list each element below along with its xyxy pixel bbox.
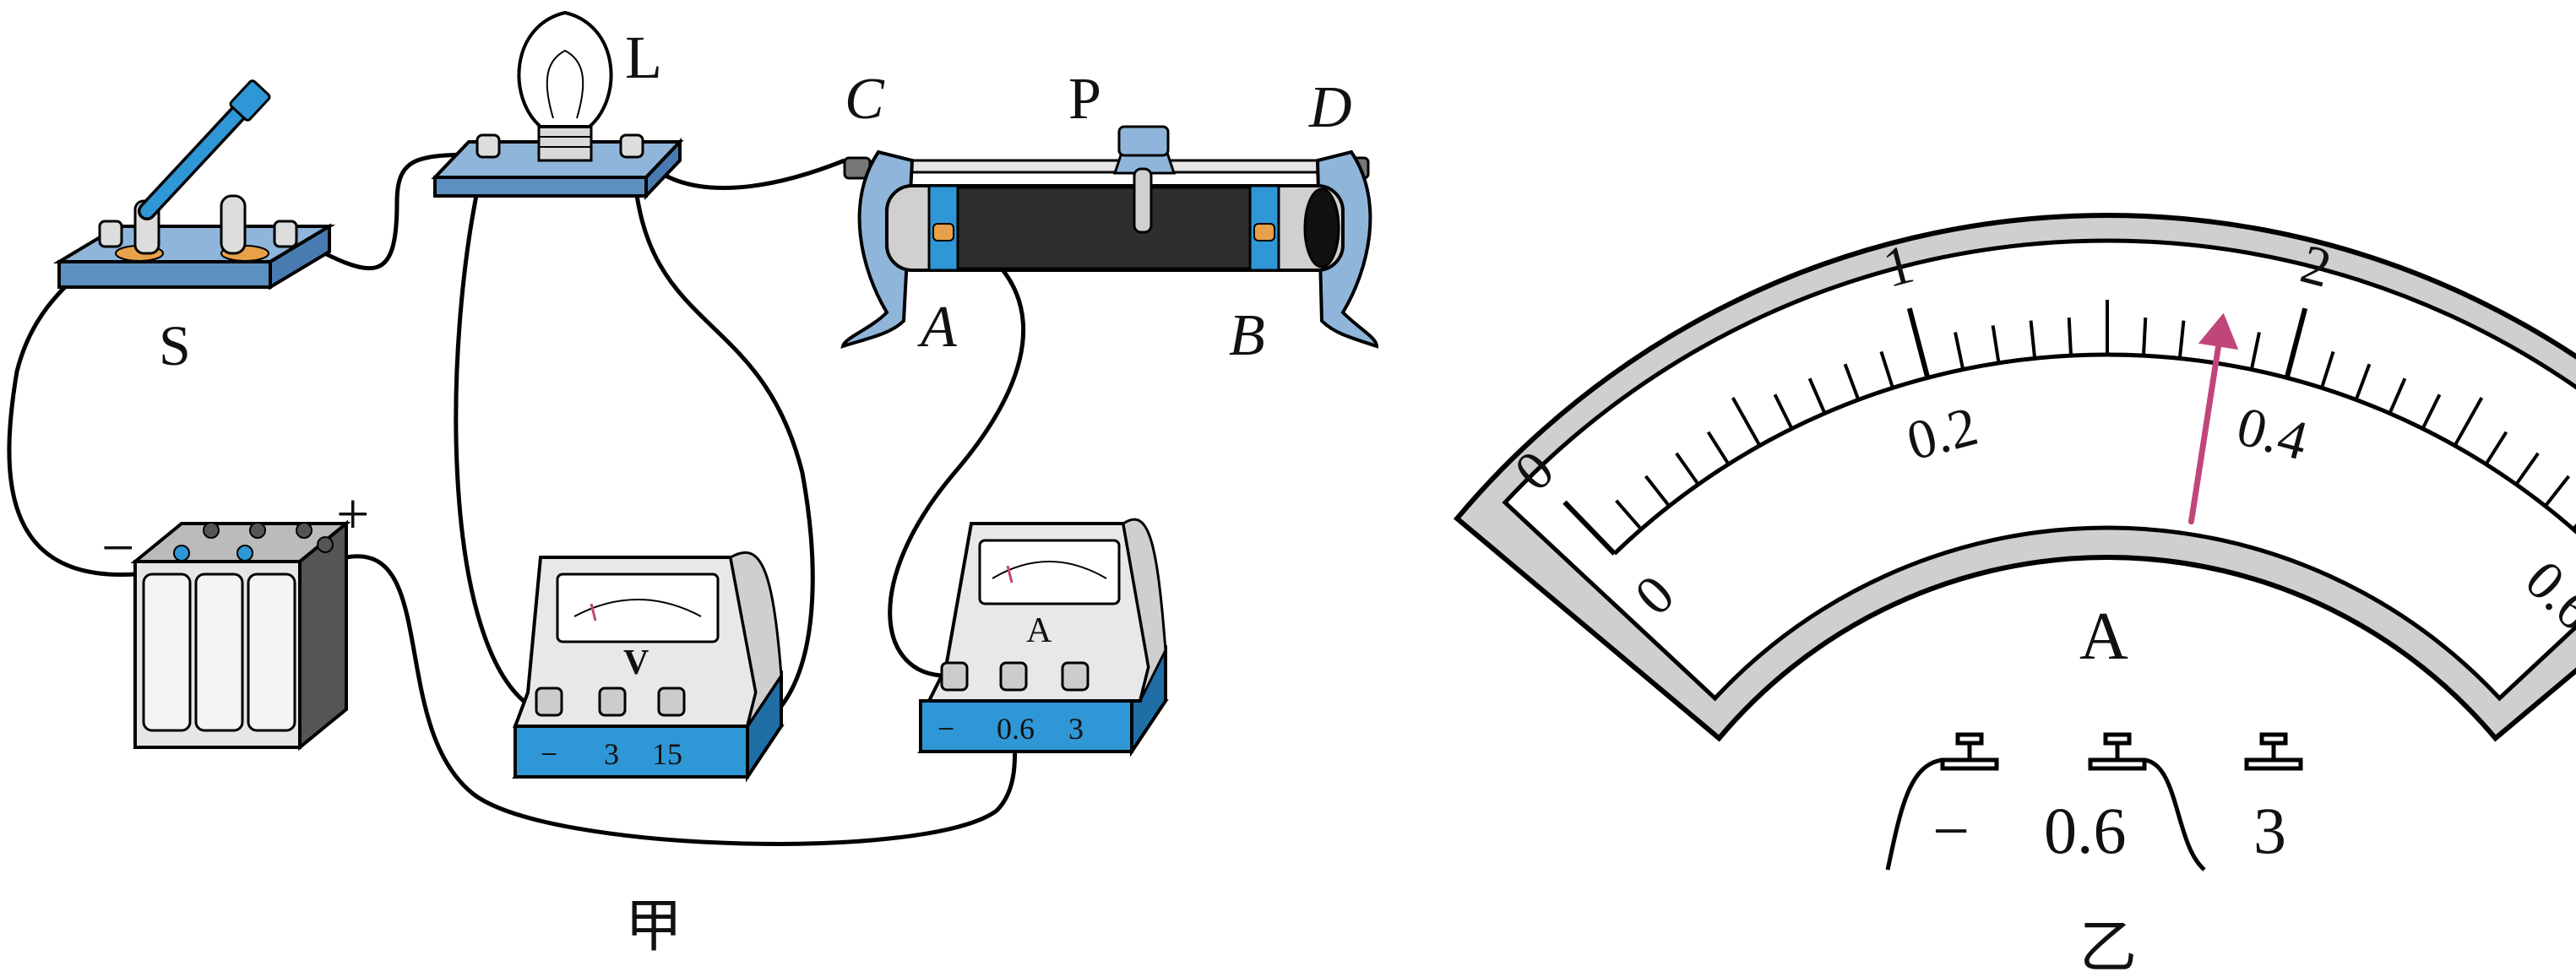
voltmeter-term-minus: − [541, 737, 557, 771]
dial-tick [2354, 363, 2372, 401]
rheostat-slider-p: P [1068, 67, 1101, 132]
caption-jia: 甲 [625, 894, 682, 958]
dial-needle-tip [2198, 312, 2239, 350]
dial-tick [1954, 332, 1965, 370]
dial-tick [2320, 350, 2335, 388]
dial-term-06: 0.6 [2044, 794, 2127, 867]
dial-tick [2249, 332, 2261, 370]
dial-tick [1807, 377, 1827, 415]
dial-ticks [1562, 300, 2576, 556]
rheostat: C P D A B [840, 67, 1379, 368]
dial-tick [2029, 320, 2037, 359]
dial-tick [2544, 475, 2571, 507]
voltmeter-term-3: 3 [604, 737, 619, 771]
dial-tick [1675, 452, 1700, 486]
dial-tick [1731, 397, 1762, 447]
battery-plus: + [336, 482, 369, 547]
dial-tick [1644, 475, 1671, 507]
lamp-label: L [625, 24, 662, 91]
dial-tick [1562, 500, 1617, 556]
battery-minus: − [101, 516, 134, 581]
dial-tick [2141, 318, 2148, 356]
voltmeter: V − 3 15 [512, 551, 785, 783]
caption-yi: 乙 [2079, 915, 2137, 977]
lamp: L [431, 10, 684, 200]
dial-tick [1615, 499, 1643, 530]
rheostat-end-c: C [845, 67, 885, 132]
dial-tick [1879, 350, 1894, 388]
dial-tick [2067, 318, 2073, 356]
ammeter-term-minus: − [937, 712, 954, 746]
dial-wire-right [2144, 757, 2206, 871]
voltmeter-term-15: 15 [652, 737, 682, 771]
rheostat-end-a: A [917, 295, 957, 360]
dial-tick [2453, 397, 2484, 447]
dial-tick [1906, 307, 1931, 379]
dial-baseline [1612, 352, 2576, 556]
ammeter-term-3: 3 [1068, 712, 1084, 746]
dial-tick [1843, 363, 1861, 401]
dial-term-minus: − [1932, 794, 1970, 867]
dial-wire-left [1885, 757, 1943, 871]
dial-face [1502, 238, 2576, 702]
dial-tick [2284, 307, 2308, 379]
dial-tick [2484, 431, 2508, 465]
dial-unit: A [2079, 600, 2128, 674]
rheostat-end-d: D [1308, 75, 1352, 140]
ammeter-term-06: 0.6 [997, 712, 1035, 746]
rheostat-end-b: B [1229, 303, 1265, 368]
dial-terminals [1885, 732, 2303, 871]
dial-tick [2177, 320, 2186, 359]
ammeter: A − 0.6 3 [917, 518, 1169, 757]
wire-battery-plus-to-ammeter-06 [345, 554, 1018, 846]
switch-label: S [159, 313, 191, 377]
ammeter-dial: 012300.20.40.6 A − 0.6 3 [1453, 213, 2576, 871]
switch: S [52, 79, 336, 377]
dial-tick [2514, 452, 2540, 486]
voltmeter-face: V [623, 643, 649, 682]
wire-lamp-to-voltmeter-minus [454, 153, 546, 716]
dial-needle [2187, 326, 2225, 525]
dial-tick [1991, 325, 2001, 364]
wire-rheostat-a-to-ammeter-minus [888, 225, 1026, 678]
dial-tick [1706, 431, 1731, 465]
dial-tick [2388, 377, 2407, 415]
wire-switch-to-lamp [298, 151, 491, 271]
battery: − + [101, 482, 369, 752]
ammeter-face: A [1026, 611, 1052, 650]
dial-tick [1773, 394, 1794, 430]
dial-tick [2421, 394, 2442, 430]
dial-term-3: 3 [2253, 794, 2286, 867]
